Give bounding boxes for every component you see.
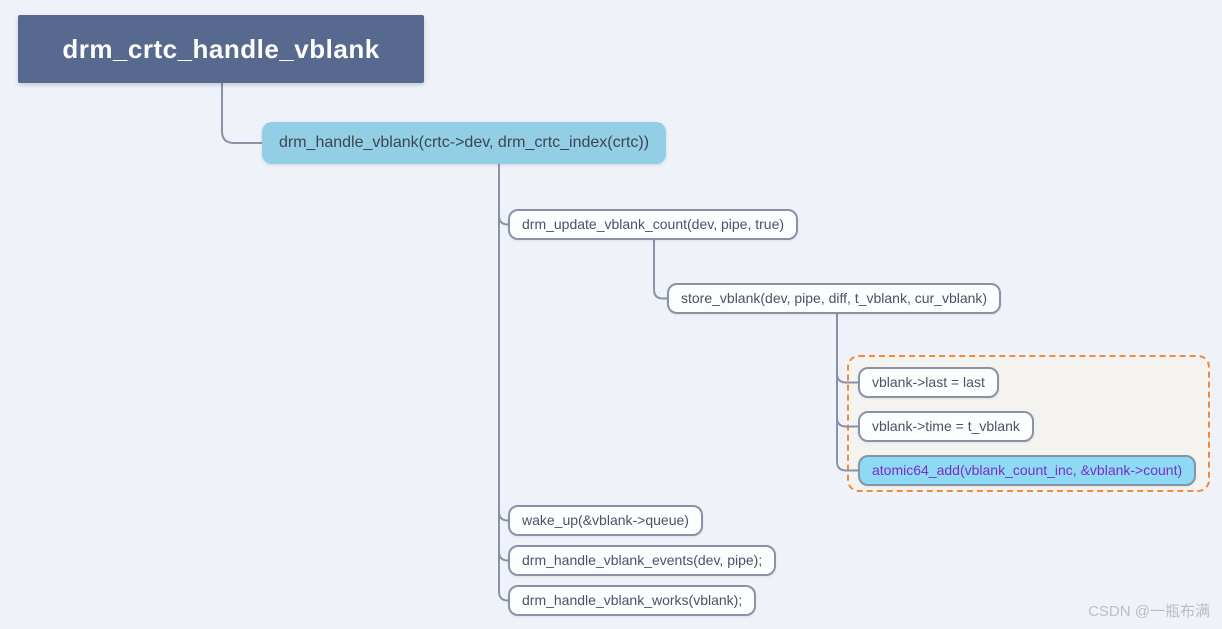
edge-to-drm-handle-vblank-events: [498, 162, 509, 562]
node-drm-handle-vblank-events[interactable]: drm_handle_vblank_events(dev, pipe);: [508, 545, 777, 576]
node-vblank-time[interactable]: vblank->time = t_vblank: [858, 411, 1034, 442]
edge-root-to-drm-handle-vblank: [221, 82, 264, 144]
node-drm-handle-vblank-works[interactable]: drm_handle_vblank_works(vblank);: [508, 585, 757, 616]
node-vblank-last[interactable]: vblank->last = last: [858, 367, 999, 398]
csdn-watermark: CSDN @一瓶布满: [1088, 603, 1210, 620]
edge-to-drm-handle-vblank-works: [498, 162, 509, 602]
node-store-vblank[interactable]: store_vblank(dev, pipe, diff, t_vblank, …: [667, 283, 1002, 314]
edge-to-store-vblank: [653, 239, 668, 300]
node-drm-update-vblank-count[interactable]: drm_update_vblank_count(dev, pipe, true): [508, 209, 799, 240]
node-wake-up[interactable]: wake_up(&vblank->queue): [508, 505, 703, 536]
edge-to-drm-update-vblank-count: [498, 162, 509, 226]
node-drm-crtc-handle-vblank[interactable]: drm_crtc_handle_vblank: [18, 15, 424, 83]
node-atomic64-add[interactable]: atomic64_add(vblank_count_inc, &vblank->…: [858, 455, 1197, 486]
edge-to-wake-up: [498, 162, 509, 522]
node-drm-handle-vblank[interactable]: drm_handle_vblank(crtc->dev, drm_crtc_in…: [262, 122, 667, 164]
